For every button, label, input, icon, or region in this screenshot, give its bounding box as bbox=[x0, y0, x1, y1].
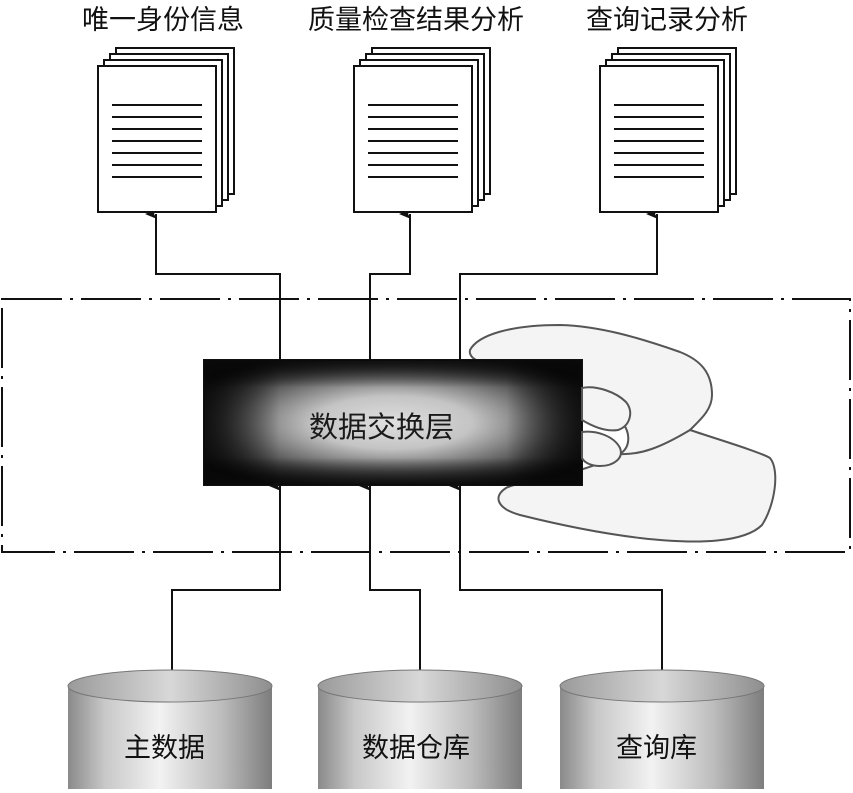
connector-from-source-2 bbox=[359, 481, 421, 680]
database-cylinders bbox=[67, 669, 765, 793]
document-stack-icon bbox=[97, 47, 235, 213]
database-cylinder-icon bbox=[317, 669, 523, 793]
input-connectors bbox=[171, 481, 663, 680]
exchange-layer-panel bbox=[203, 359, 583, 486]
connector-from-source-1 bbox=[171, 481, 281, 670]
output-label-1: 唯一身份信息 bbox=[82, 5, 244, 36]
source-label-1: 主数据 bbox=[124, 733, 205, 764]
document-stack-icon bbox=[353, 47, 491, 213]
exchange-layer-label: 数据交换层 bbox=[309, 410, 455, 444]
connector-from-source-3 bbox=[449, 481, 663, 670]
output-label-3: 查询记录分析 bbox=[586, 5, 748, 36]
document-stack-icon bbox=[599, 47, 737, 213]
database-cylinder-icon bbox=[67, 669, 273, 793]
exchange-frame bbox=[1, 298, 851, 553]
database-cylinder-icon bbox=[559, 669, 765, 793]
output-label-2: 质量检查结果分析 bbox=[308, 5, 524, 36]
output-connectors bbox=[145, 209, 658, 360]
document-stacks bbox=[97, 47, 737, 213]
hand-fingers bbox=[581, 386, 632, 468]
source-label-2: 数据仓库 bbox=[362, 733, 470, 764]
connector-to-output-1 bbox=[145, 209, 281, 360]
connector-to-output-2 bbox=[369, 209, 411, 360]
connector-to-output-3 bbox=[459, 209, 658, 360]
source-label-3: 查询库 bbox=[616, 733, 697, 764]
